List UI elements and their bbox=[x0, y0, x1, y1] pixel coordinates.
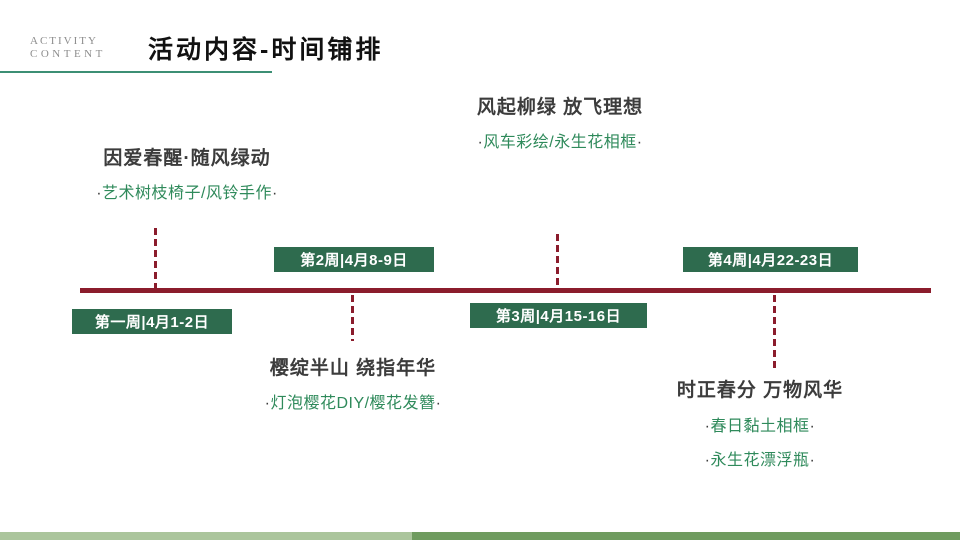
event-week3-activities: ·风车彩绘/永生花相框· bbox=[440, 128, 680, 152]
bullet-dot: · bbox=[704, 418, 711, 435]
event-week4-activities-line1: ·春日黏土相框· bbox=[640, 412, 880, 436]
week2-date-badge: 第2周|4月8-9日 bbox=[274, 247, 434, 272]
connector-week4 bbox=[773, 295, 776, 371]
eyebrow-line2: CONTENT bbox=[30, 48, 106, 60]
week3-date-badge: 第3周|4月15-16日 bbox=[470, 303, 647, 328]
event-week2-title: 樱绽半山 绕指年华 bbox=[269, 358, 437, 379]
bullet-dot: · bbox=[636, 134, 643, 151]
event-week4: 时正春分 万物风华 ·春日黏土相框· ·永生花漂浮瓶· bbox=[640, 375, 880, 470]
connector-week1 bbox=[154, 228, 157, 288]
event-week3: 风起柳绿 放飞理想 ·风车彩绘/永生花相框· bbox=[440, 92, 680, 152]
event-week4-title: 时正春分 万物风华 bbox=[676, 380, 844, 401]
event-week3-activity-text: 风车彩绘/永生花相框 bbox=[483, 134, 637, 151]
week4-date-badge: 第4周|4月22-23日 bbox=[683, 247, 858, 272]
event-week2: 樱绽半山 绕指年华 ·灯泡樱花DIY/樱花发簪· bbox=[233, 353, 473, 413]
event-week4-activity2-text: 永生花漂浮瓶 bbox=[710, 452, 810, 469]
bullet-dot: · bbox=[271, 185, 278, 202]
connector-week2 bbox=[351, 295, 354, 341]
eyebrow-line1: ACTIVITY bbox=[30, 35, 98, 47]
bullet-dot: · bbox=[809, 452, 816, 469]
timeline-axis bbox=[80, 288, 931, 293]
bullet-dot: · bbox=[704, 452, 711, 469]
bullet-dot: · bbox=[435, 395, 442, 412]
page-title: 活动内容-时间铺排 bbox=[148, 36, 384, 64]
bullet-dot: · bbox=[96, 185, 103, 202]
bullet-dot: · bbox=[264, 395, 271, 412]
bullet-dot: · bbox=[809, 418, 816, 435]
event-week1: 因爱春醒·随风绿动 ·艺术树枝椅子/风铃手作· bbox=[57, 143, 317, 203]
event-week2-activity-text: 灯泡樱花DIY/樱花发簪 bbox=[270, 395, 436, 412]
footer-accent-dark bbox=[412, 532, 960, 540]
footer-accent-light bbox=[0, 532, 412, 540]
week1-date-badge: 第一周|4月1-2日 bbox=[72, 309, 232, 334]
eyebrow-logo: ACTIVITY CONTENT bbox=[30, 35, 106, 61]
header-underline bbox=[0, 71, 272, 73]
event-week1-title: 因爱春醒·随风绿动 bbox=[103, 148, 271, 169]
event-week1-activity-text: 艺术树枝椅子/风铃手作 bbox=[102, 185, 272, 202]
event-week3-title: 风起柳绿 放飞理想 bbox=[476, 97, 644, 118]
event-week4-activity1-text: 春日黏土相框 bbox=[710, 418, 810, 435]
event-week2-activities: ·灯泡樱花DIY/樱花发簪· bbox=[233, 389, 473, 413]
event-week1-activities: ·艺术树枝椅子/风铃手作· bbox=[57, 179, 317, 203]
bullet-dot: · bbox=[477, 134, 484, 151]
connector-week3 bbox=[556, 234, 559, 288]
event-week4-activities-line2: ·永生花漂浮瓶· bbox=[640, 446, 880, 470]
